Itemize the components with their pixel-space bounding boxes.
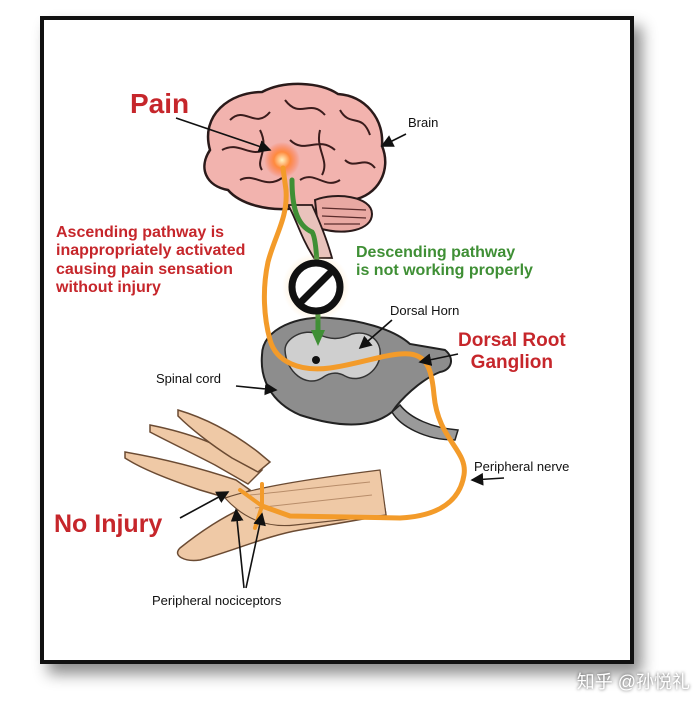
ascending-line-2: inappropriately activated <box>56 242 246 260</box>
pointer-arrows <box>175 117 505 589</box>
ascending-line-3: causing pain sensation <box>56 260 233 278</box>
drg-label: Dorsal Root Ganglion <box>458 330 566 374</box>
ascending-line-4: without injury <box>56 279 161 297</box>
spinal-cord-label: Spinal cord <box>156 371 222 386</box>
descending-line-2: is not working properly <box>356 262 533 280</box>
pain-label: Pain <box>130 88 190 119</box>
ascending-pathway <box>259 165 467 521</box>
spinal-cord-illustration <box>260 316 459 441</box>
descending-line-1: Descending pathway <box>356 244 516 261</box>
brain-label: Brain <box>408 115 439 130</box>
blocked-sign-icon <box>282 253 350 321</box>
descending-pathway-label: Descending pathway is not working proper… <box>356 244 533 281</box>
hand-illustration <box>124 408 387 562</box>
brain-illustration <box>203 82 387 259</box>
watermark: 知乎 @孙悦礼 <box>576 672 690 692</box>
no-injury-label: No Injury <box>54 510 163 538</box>
drg-line-1: Dorsal Root <box>458 330 566 351</box>
ascending-pathway-label: Ascending pathway is inappropriately act… <box>56 224 245 298</box>
ascending-line-1: Ascending pathway is <box>56 224 225 241</box>
nociceptors-label: Peripheral nociceptors <box>152 593 282 608</box>
drg-line-2: Ganglion <box>470 351 553 373</box>
dorsal-horn-label: Dorsal Horn <box>390 303 460 318</box>
peripheral-nerve-label: Peripheral nerve <box>474 459 570 474</box>
